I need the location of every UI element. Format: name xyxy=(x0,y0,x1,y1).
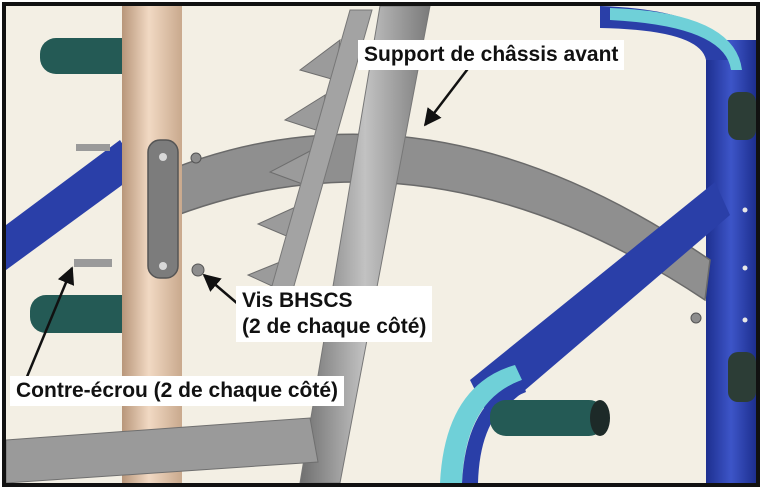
right-blue-diagonal-tube xyxy=(470,182,730,420)
post-hole-2 xyxy=(742,265,748,271)
bracket-hole-top xyxy=(159,153,167,161)
label-front-frame-support: Support de châssis avant xyxy=(358,40,625,70)
label-bhscs-screw-line2: (2 de chaque côté) xyxy=(242,315,427,338)
arrow-lock-nut xyxy=(22,266,75,385)
mounting-bracket-plate xyxy=(147,139,179,279)
upper-nut xyxy=(190,152,202,164)
adjuster-teeth xyxy=(246,38,341,293)
post-hole-1 xyxy=(742,207,748,213)
lower-cyan-arc xyxy=(440,365,522,483)
diagram-border xyxy=(2,2,760,487)
lower-blue-arc xyxy=(462,380,526,483)
left-blue-diagonal-tube xyxy=(6,140,140,270)
right-knob-lower xyxy=(728,352,756,402)
lower-right-handle-end xyxy=(590,400,610,436)
upper-bolt xyxy=(76,144,110,151)
label-bhscs-screw: Vis BHSCS (2 de chaque côté) xyxy=(236,286,433,342)
label-lock-nut: Contre-écrou (2 de chaque côté) xyxy=(10,376,345,406)
lower-bolt xyxy=(74,259,112,267)
right-side-nut xyxy=(690,312,702,324)
arrow-front-frame-support xyxy=(423,65,471,127)
label-bhscs-screw-line1: Vis BHSCS xyxy=(242,289,353,312)
bracket-hole-bottom xyxy=(159,262,167,270)
cyan-frame-edge xyxy=(610,8,742,70)
lower-nut xyxy=(191,263,205,277)
post-hole-3 xyxy=(742,317,748,323)
arrow-bhscs-screw xyxy=(202,273,239,305)
right-knob-upper xyxy=(728,92,756,140)
upper-left-handle xyxy=(40,38,140,74)
lower-right-handle xyxy=(490,400,605,436)
